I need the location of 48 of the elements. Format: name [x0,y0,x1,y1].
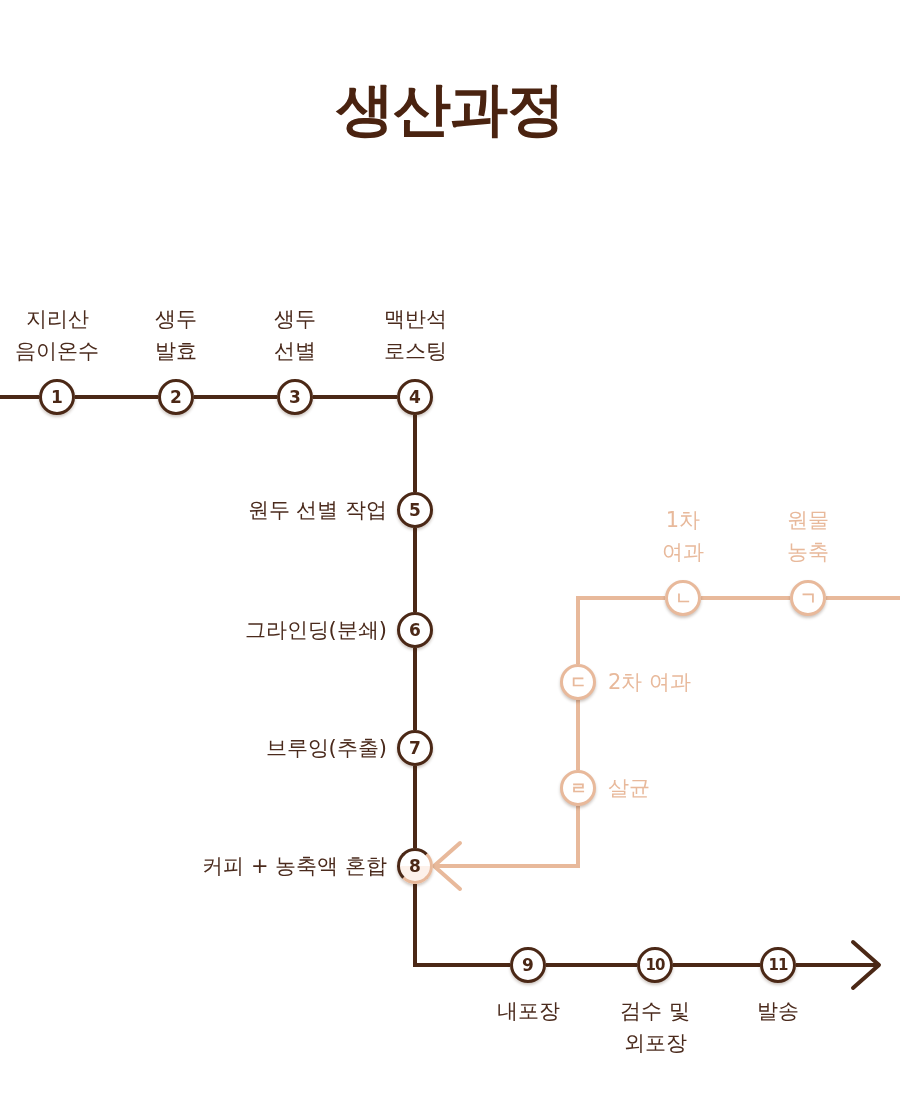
step-circle: 10 [637,947,673,983]
arrow [796,940,881,990]
step-circle: 9 [510,947,546,983]
step-circle: ㄹ [560,770,596,806]
connector-line [0,395,39,399]
connector-line [673,963,760,967]
step-circle: ㄷ [560,664,596,700]
step-label: 살균 [608,775,650,802]
step-circle: 6 [397,612,433,648]
arrow [432,806,580,891]
connector-line [546,963,637,967]
connector-line [413,528,417,612]
step-circle: 1 [39,379,75,415]
connector-line [413,766,417,848]
connector-line [194,395,277,399]
connector-line [413,415,417,492]
connector-line [413,884,510,967]
step-circle: 7 [397,730,433,766]
step-label: 브루잉(추출) [265,735,387,762]
step-label: 커피 + 농축액 혼합 [202,853,387,880]
step-circle: 5 [397,492,433,528]
step-label: 원물 농축 [787,507,829,566]
step-circle: 8 [397,848,433,884]
connector-line [826,596,900,600]
step-label: 생두 발효 [155,306,197,365]
step-circle: 2 [158,379,194,415]
step-label: 맥반석 로스팅 [383,306,447,365]
step-label: 원두 선별 작업 [247,497,387,524]
step-label: 그라인딩(분쇄) [244,617,387,644]
connector-line [576,596,665,664]
connector-line [413,648,417,730]
step-label: 내포장 [496,998,560,1025]
connector-line [576,700,580,770]
step-circle: ㄴ [665,580,701,616]
step-circle: 3 [277,379,313,415]
step-label: 생두 선별 [274,306,316,365]
step-label: 지리산 음이온수 [15,306,99,365]
step-label: 1차 여과 [662,507,704,566]
step-label: 2차 여과 [608,669,692,696]
step-label: 발송 [757,998,799,1025]
step-circle: 4 [397,379,433,415]
connector-line [313,395,397,399]
diagram-title: 생산과정 [336,76,564,143]
step-circle: ㄱ [790,580,826,616]
connector-line [701,596,790,600]
connector-line [75,395,158,399]
step-label: 검수 및 외포장 [619,998,691,1057]
step-circle: 11 [760,947,796,983]
